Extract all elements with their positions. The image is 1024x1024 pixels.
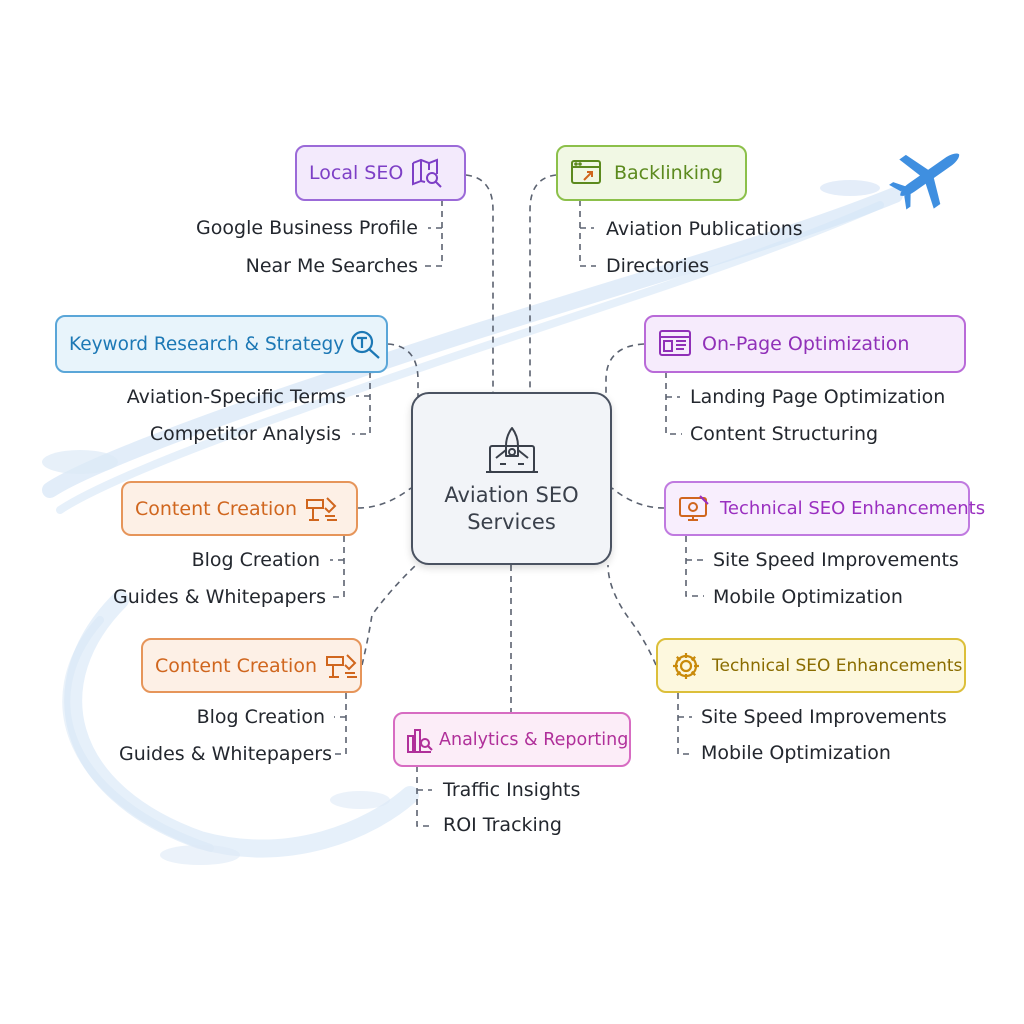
sub-near-me-searches: Near Me Searches [245, 255, 418, 277]
sub-blog-creation: Blog Creation [191, 549, 320, 571]
content-tools-icon [305, 494, 339, 524]
sub-guides-whitepapers: Guides & Whitepapers [113, 586, 326, 608]
node-content-creation-1[interactable]: Content Creation [121, 481, 358, 536]
sub-content-structuring: Content Structuring [690, 423, 879, 445]
node-technical-seo-1[interactable]: Technical SEO Enhancements [664, 481, 985, 536]
airplane-hangar-icon [482, 422, 542, 482]
node-label: Technical SEO Enhancements [720, 498, 986, 519]
sub-directories: Directories [606, 255, 710, 277]
contrail-decoration [42, 180, 903, 865]
node-label: Local SEO [309, 162, 404, 184]
node-label: Content Creation [155, 654, 317, 677]
web-page-icon [658, 329, 692, 359]
map-search-icon [411, 158, 443, 188]
sub-site-speed-improvements: Site Speed Improvements [713, 549, 959, 571]
sub-mobile-optimization: Mobile Optimization [713, 586, 903, 608]
node-label: Technical SEO Enhancements [712, 655, 963, 676]
node-keyword-research[interactable]: Keyword Research & Strategy [55, 315, 388, 373]
sub-aviation-publications: Aviation Publications [606, 218, 803, 240]
sub-blog-creation: Blog Creation [196, 706, 325, 728]
connectors [330, 174, 704, 827]
node-label: On-Page Optimization [702, 333, 910, 355]
sub-guides-whitepapers: Guides & Whitepapers [119, 743, 332, 765]
sub-landing-page-optimization: Landing Page Optimization [690, 386, 946, 408]
gear-icon [670, 650, 702, 682]
node-technical-seo-2[interactable]: Technical SEO Enhancements [656, 638, 966, 693]
bar-chart-search-icon [405, 726, 433, 754]
sub-google-business-profile: Google Business Profile [196, 217, 418, 239]
center-title-line2: Services [467, 509, 556, 534]
node-backlinking[interactable]: Backlinking [556, 145, 747, 201]
node-content-creation-2[interactable]: Content Creation [141, 638, 362, 693]
node-label: Content Creation [135, 497, 297, 520]
center-node[interactable]: Aviation SEO Services [411, 392, 612, 565]
center-title-line1: Aviation SEO [444, 482, 579, 507]
node-on-page[interactable]: On-Page Optimization [644, 315, 966, 373]
sub-site-speed-improvements: Site Speed Improvements [701, 706, 947, 728]
sub-traffic-insights: Traffic Insights [443, 779, 581, 801]
node-label: Analytics & Reporting [439, 729, 629, 750]
airplane-icon [889, 153, 960, 210]
sub-mobile-optimization: Mobile Optimization [701, 742, 891, 764]
node-local-seo[interactable]: Local SEO [295, 145, 466, 201]
node-label: Backlinking [614, 162, 724, 184]
magnifier-icon [348, 328, 382, 360]
sub-aviation-specific-terms: Aviation-Specific Terms [126, 386, 346, 408]
sub-competitor-analysis: Competitor Analysis [149, 423, 341, 445]
node-label: Keyword Research & Strategy [69, 333, 345, 355]
content-tools-icon [325, 651, 359, 681]
sub-roi-tracking: ROI Tracking [443, 814, 562, 836]
monitor-settings-icon [678, 494, 710, 524]
node-analytics[interactable]: Analytics & Reporting [393, 712, 631, 767]
browser-link-icon [570, 158, 604, 188]
